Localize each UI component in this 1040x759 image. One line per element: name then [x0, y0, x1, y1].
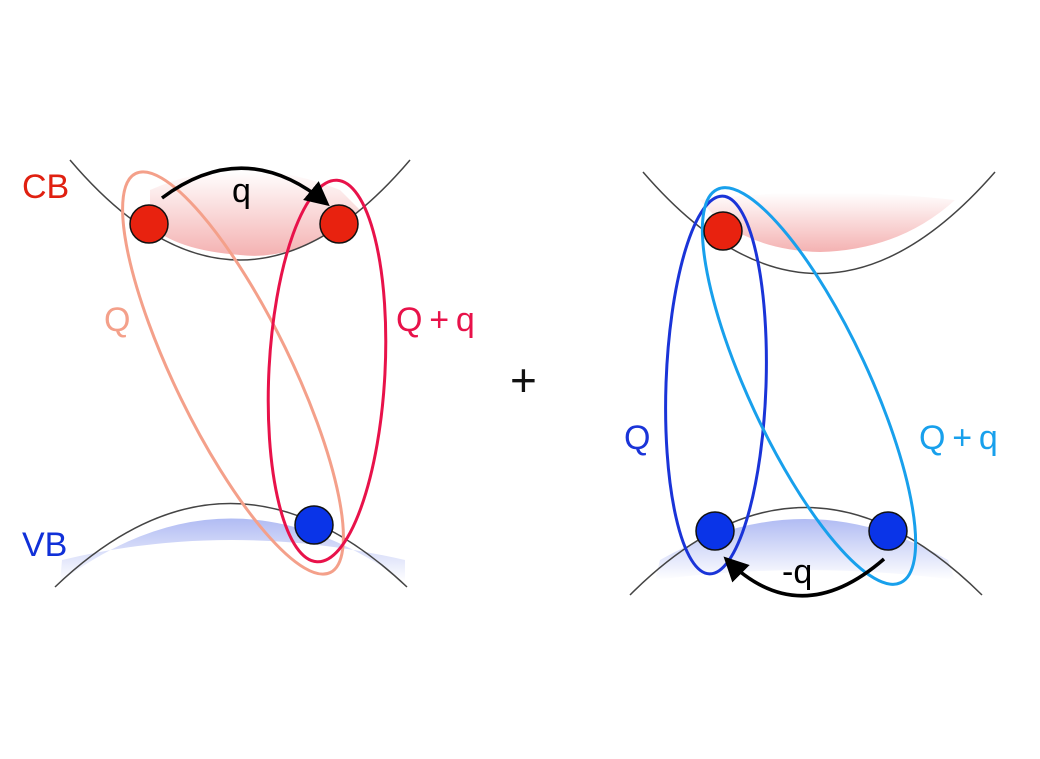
left-electron-1 — [129, 204, 169, 244]
right-Qq-label: Q + q — [919, 419, 998, 457]
left-Qq-label: Q + q — [396, 301, 475, 339]
right-hole-1 — [695, 511, 735, 551]
left-Qq-ellipse — [266, 178, 388, 564]
right-panel: Q Q + q -q — [624, 171, 998, 598]
left-vb-band — [54, 502, 408, 588]
left-Q-label: Q — [104, 301, 130, 339]
left-vb-shading — [60, 518, 405, 582]
right-Q-label: Q — [624, 419, 650, 457]
plus-sign: + — [510, 354, 537, 406]
vb-label: VB — [22, 526, 67, 564]
left-q-arrow — [160, 166, 330, 207]
right-mq-arrow — [723, 556, 886, 598]
right-hole-2 — [868, 511, 908, 551]
left-q-label: q — [232, 172, 251, 210]
left-panel: CB VB q Q Q + q — [22, 159, 475, 588]
right-vb-band — [629, 506, 983, 596]
right-electron — [703, 211, 743, 251]
cb-label: CB — [22, 168, 69, 206]
right-Qq-ellipse — [700, 186, 918, 586]
right-cb-band — [642, 171, 996, 275]
left-Q-ellipse — [121, 170, 345, 576]
left-electron-2 — [319, 204, 359, 244]
left-hole — [294, 505, 334, 545]
right-mq-label: -q — [782, 553, 812, 591]
right-Q-ellipse — [664, 194, 768, 576]
